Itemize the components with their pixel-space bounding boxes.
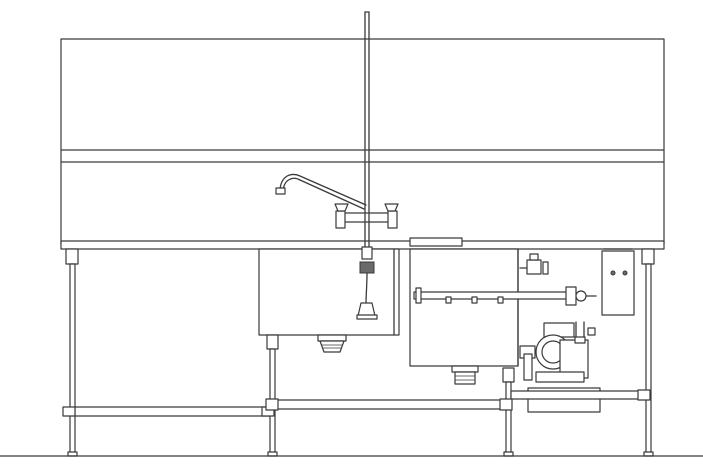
- spray-manifold: [413, 286, 597, 306]
- backsplash: [60, 38, 665, 245]
- water-inlet-valve: [519, 253, 549, 275]
- pre-rinse-faucet: [275, 173, 399, 229]
- disposer-tank: [409, 248, 597, 385]
- legs-and-crossbars: [62, 248, 655, 457]
- tank-drain: [451, 365, 479, 385]
- sink-bowl: [258, 248, 400, 353]
- sink-drain: [317, 334, 347, 353]
- control-box: [601, 248, 635, 316]
- spray-valve: [356, 11, 378, 320]
